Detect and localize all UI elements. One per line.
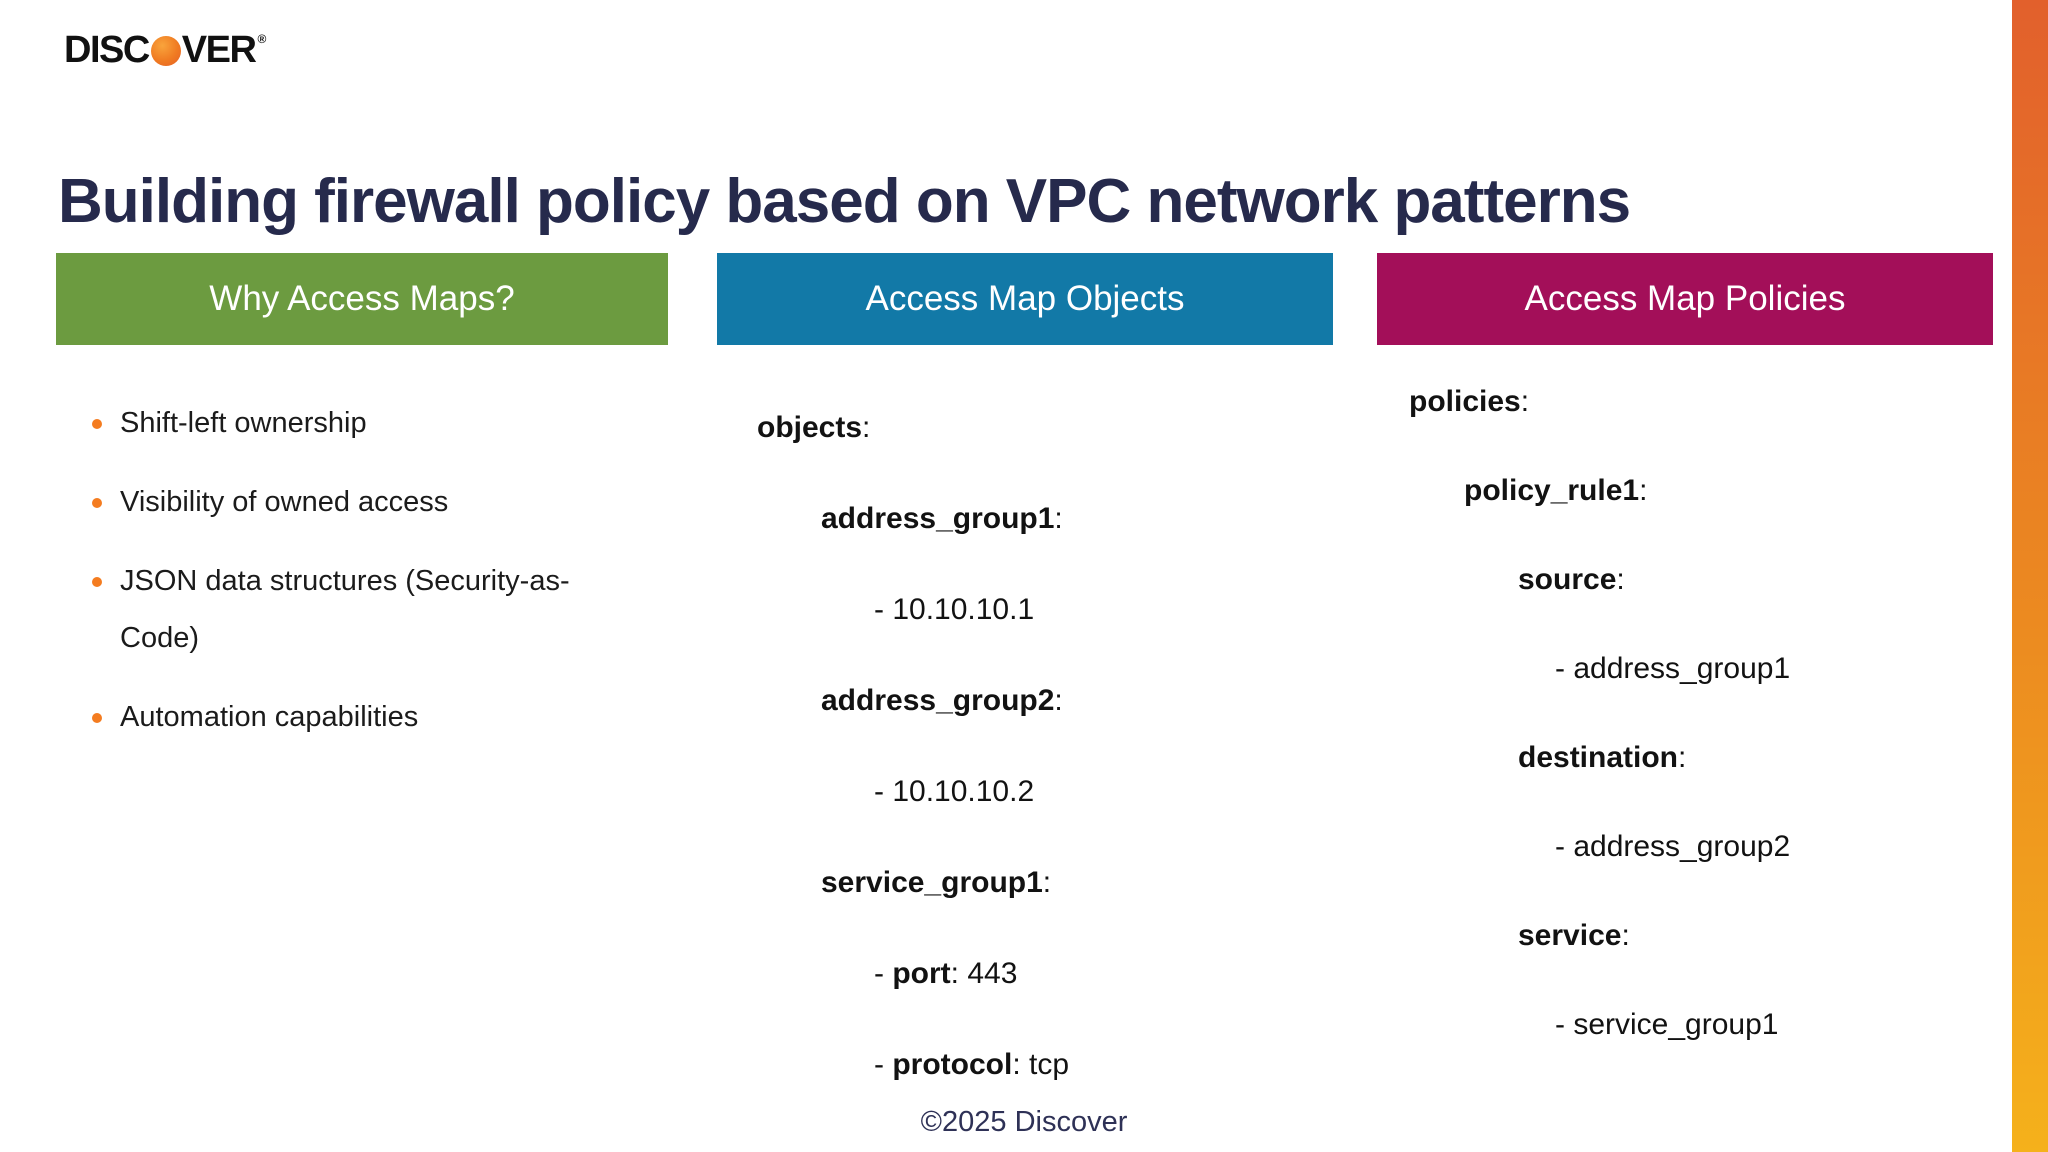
list-item: Automation capabilities (92, 689, 652, 746)
bullet-dot-icon (92, 713, 102, 723)
yaml-line: service_group1: (821, 866, 1052, 899)
yaml-line: - 10.10.10.1 (874, 593, 1035, 626)
yaml-line: - service_group1 (1555, 1008, 1779, 1041)
yaml-line: - address_group2 (1555, 830, 1791, 863)
bullet-dot-icon (92, 498, 102, 508)
list-item: JSON data structures (Security-as-Code) (92, 553, 652, 667)
header-access-map-objects: Access Map Objects (717, 253, 1333, 345)
access-map-policies-yaml: policies: policy_rule1: source: - addres… (1409, 357, 1790, 1069)
registered-trademark-icon: ® (257, 32, 267, 46)
yaml-line: source: (1518, 563, 1625, 596)
bullet-dot-icon (92, 577, 102, 587)
why-access-maps-bullet-list: Shift-left ownership Visibility of owned… (92, 395, 652, 768)
yaml-line: service: (1518, 919, 1630, 952)
bullet-dot-icon (92, 419, 102, 429)
yaml-line: address_group1: (821, 502, 1063, 535)
yaml-line: objects: (757, 411, 871, 444)
header-why-access-maps: Why Access Maps? (56, 253, 668, 345)
yaml-line: policy_rule1: (1464, 474, 1648, 507)
yaml-line: address_group2: (821, 684, 1063, 717)
logo-text-disc: DISC (64, 29, 150, 71)
right-accent-strip (2012, 0, 2048, 1152)
logo-text-ver: VER (181, 29, 257, 71)
list-item: Visibility of owned access (92, 474, 652, 531)
yaml-line: policies: (1409, 385, 1530, 418)
discover-orange-ball-icon (150, 36, 181, 66)
yaml-line: destination: (1518, 741, 1687, 774)
bullet-text: Shift-left ownership (120, 407, 367, 439)
access-map-objects-yaml: objects: address_group1: - 10.10.10.1 ad… (757, 382, 1069, 1110)
discover-logo: DISC VER ® (64, 30, 266, 70)
list-item: Shift-left ownership (92, 395, 652, 452)
bullet-text: Automation capabilities (120, 701, 419, 733)
yaml-line: - address_group1 (1555, 652, 1791, 685)
yaml-line: - protocol: tcp (874, 1048, 1070, 1081)
bullet-text: JSON data structures (Security-as-Code) (120, 565, 570, 654)
header-access-map-policies: Access Map Policies (1377, 253, 1993, 345)
yaml-line: - port: 443 (874, 957, 1018, 990)
page-title: Building firewall policy based on VPC ne… (58, 166, 1631, 236)
yaml-line: - 10.10.10.2 (874, 775, 1035, 808)
bullet-text: Visibility of owned access (120, 486, 449, 518)
copyright-text: ©2025 Discover (920, 1106, 1128, 1138)
